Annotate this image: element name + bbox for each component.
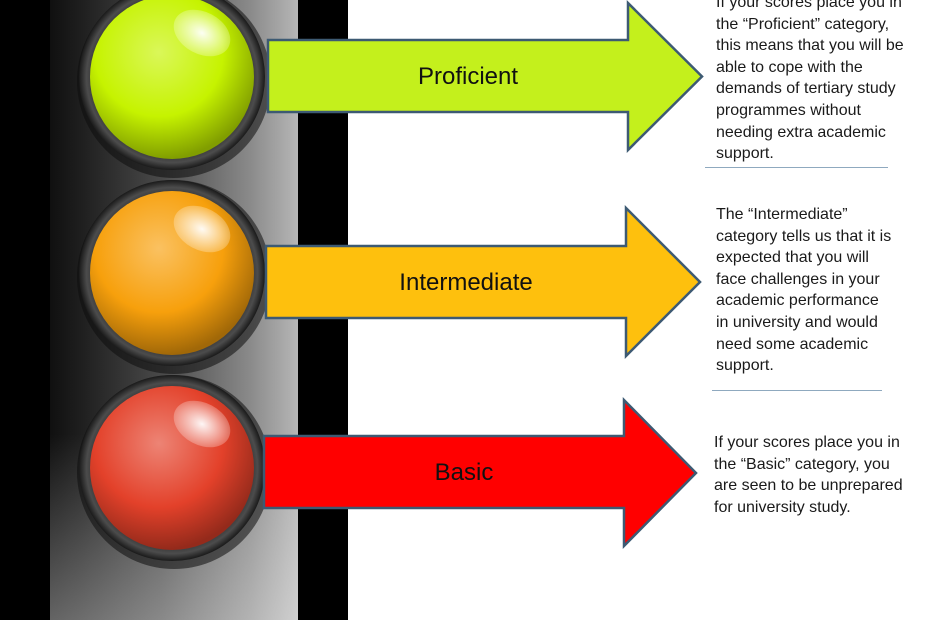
intermediate-description-line: face challenges in your <box>716 270 880 288</box>
intermediate-description-line: category tells us that it is <box>716 227 892 245</box>
proficient-lamp <box>77 0 271 178</box>
intermediate-divider <box>712 390 882 391</box>
proficient-description-line: needing extra academic <box>716 123 886 141</box>
basic-description: If your scores place you in the “Basic” c… <box>714 432 903 518</box>
basic-description-line: for university study. <box>714 498 851 516</box>
intermediate-description-line: support. <box>716 357 774 375</box>
basic-lamp-lens <box>90 386 254 550</box>
intermediate-lamp-highlight <box>173 205 231 253</box>
proficient-arrow-label: Proficient <box>418 63 518 90</box>
proficient-lamp-lens <box>90 0 254 159</box>
proficient-divider <box>705 167 888 168</box>
intermediate-description-line: in university and would <box>716 313 878 331</box>
intermediate-description: The “Intermediate” category tells us that… <box>716 204 891 377</box>
left-black-edge <box>0 0 50 620</box>
proficient-description-line: the “Proficient” category, <box>716 15 890 33</box>
intermediate-lamp-lens <box>90 191 254 355</box>
basic-description-line: the “Basic” category, you <box>714 455 890 473</box>
proficient-arrow <box>266 0 704 154</box>
basic-arrow <box>262 396 698 550</box>
proficient-description-line: this means that you will be <box>716 37 904 55</box>
basic-lamp-highlight <box>173 400 231 448</box>
proficient-description: If your scores place you in the “Proficie… <box>716 0 904 165</box>
intermediate-lamp <box>77 180 271 374</box>
intermediate-arrow <box>264 204 702 360</box>
proficient-description-line: demands of tertiary study <box>716 80 896 98</box>
proficient-description-line: support. <box>716 145 774 163</box>
basic-lamp <box>77 375 271 569</box>
basic-description-line: are seen to be unprepared <box>714 477 903 495</box>
intermediate-description-line: The “Intermediate” <box>716 206 848 223</box>
intermediate-description-line: expected that you will <box>716 249 869 267</box>
lamps-group <box>77 0 271 569</box>
intermediate-arrow-label: Intermediate <box>399 269 532 296</box>
proficient-description-line: able to cope with the <box>716 58 863 76</box>
intermediate-description-line: academic performance <box>716 292 879 310</box>
basic-arrow-label: Basic <box>435 459 494 486</box>
proficient-description-line: If your scores place you in <box>716 0 902 11</box>
proficient-lamp-highlight <box>173 9 231 57</box>
intermediate-description-line: need some academic <box>716 335 869 353</box>
basic-description-line: If your scores place you in <box>714 434 900 451</box>
proficient-description-line: programmes without <box>716 101 861 119</box>
